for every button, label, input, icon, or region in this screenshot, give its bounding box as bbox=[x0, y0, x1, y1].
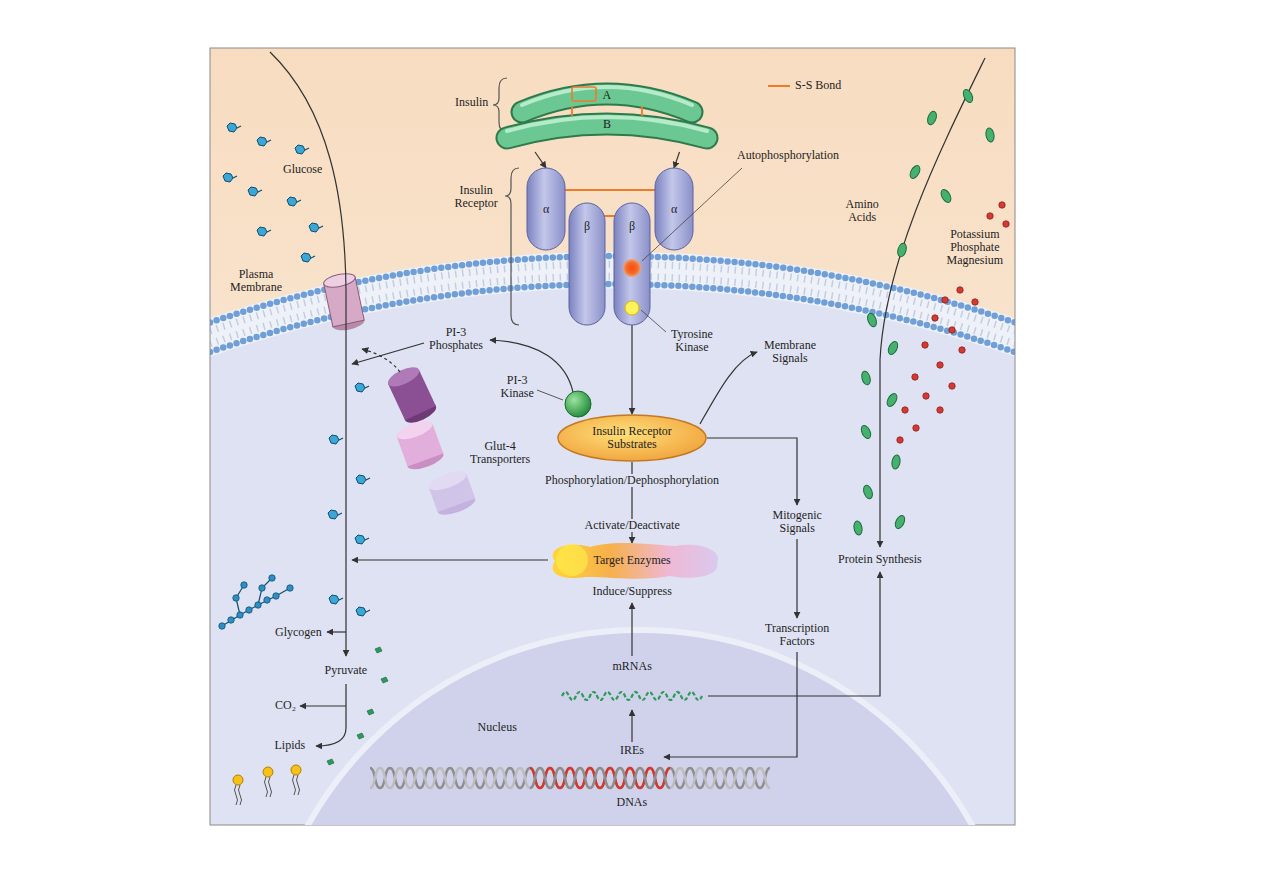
text-label: Amino Acids bbox=[846, 198, 879, 224]
word: Magnesium bbox=[947, 253, 1004, 267]
text-label: PI-3 Phosphates bbox=[429, 326, 483, 352]
node-text: Insulin Receptor Substrates bbox=[575, 425, 690, 451]
glucose-molecules bbox=[223, 123, 370, 616]
text-label: Insulin bbox=[455, 96, 488, 109]
alpha-subunit: α bbox=[527, 168, 565, 250]
word: Kinase bbox=[501, 386, 534, 400]
text-label: Insulin Receptor bbox=[455, 184, 498, 210]
node-text: B bbox=[603, 118, 611, 131]
legend-line bbox=[768, 85, 790, 87]
word: Amino bbox=[846, 197, 879, 211]
beta-subunit: β bbox=[569, 203, 605, 325]
text-label: Glut-4 Transporters bbox=[470, 440, 530, 466]
word: Signals bbox=[779, 521, 814, 535]
text-label: Pyruvate bbox=[325, 664, 368, 677]
word: Insulin bbox=[459, 183, 492, 197]
text-label: Glycogen bbox=[275, 626, 322, 639]
text-label: Lipids bbox=[275, 739, 306, 752]
word: Acids bbox=[848, 210, 876, 224]
legend-text: S-S Bond bbox=[795, 79, 841, 92]
lipid-icons bbox=[233, 765, 301, 805]
node-text: β bbox=[584, 220, 590, 233]
text-label: IREs bbox=[620, 744, 644, 757]
node-text: Target Enzymes bbox=[594, 554, 671, 567]
text-label: Membrane Signals bbox=[764, 339, 816, 365]
word: Membrane bbox=[764, 338, 816, 352]
word: Plasma bbox=[239, 267, 274, 281]
word: Transporters bbox=[470, 452, 530, 466]
node-text: β bbox=[629, 220, 635, 233]
text-label: Autophosphorylation bbox=[737, 149, 839, 162]
word: Glut-4 bbox=[484, 439, 515, 453]
glut4-transporters bbox=[385, 363, 477, 518]
enzyme-blob: Target Enzymes bbox=[545, 543, 720, 578]
text-label: Induce/Suppress bbox=[593, 585, 672, 598]
amino-acids bbox=[853, 88, 995, 536]
word: Receptor bbox=[455, 196, 498, 210]
glucose-transporter bbox=[323, 271, 366, 332]
word: Kinase bbox=[675, 340, 708, 354]
word: Transcription bbox=[765, 621, 829, 635]
text-label: PI-3 Kinase bbox=[501, 374, 534, 400]
ions bbox=[897, 202, 1009, 443]
word: Factors bbox=[779, 634, 814, 648]
text-label: Potassium Phosphate Magnesium bbox=[947, 228, 1004, 268]
node-text: A bbox=[603, 89, 612, 102]
insulin-b-chain: B bbox=[495, 98, 720, 152]
word: Membrane bbox=[230, 280, 282, 294]
text-label: Glucose bbox=[283, 163, 322, 176]
text-label: Protein Synthesis bbox=[838, 553, 922, 566]
word: Signals bbox=[772, 351, 807, 365]
text-label: CO₂ bbox=[275, 699, 296, 712]
beta-subunit: β bbox=[614, 203, 650, 325]
node-text: Nucleus bbox=[478, 721, 517, 734]
word: Phosphates bbox=[429, 338, 483, 352]
text-label: Phosphorylation/Dephosphorylation bbox=[541, 474, 723, 487]
text-label: mRNAs bbox=[613, 660, 652, 673]
node-text: α bbox=[543, 203, 549, 216]
word: Tyrosine bbox=[671, 327, 713, 341]
edge-arrow bbox=[674, 152, 680, 168]
text-label: Mitogenic Signals bbox=[773, 509, 822, 535]
edge-arrow bbox=[535, 152, 546, 168]
word: PI-3 bbox=[446, 325, 467, 339]
alpha-subunit: α bbox=[655, 168, 693, 250]
word: Potassium bbox=[950, 227, 999, 241]
edge-arrow bbox=[631, 325, 632, 414]
word: PI-3 bbox=[507, 373, 528, 387]
node-text: α bbox=[671, 203, 677, 216]
insulin-a-chain: A bbox=[510, 70, 705, 115]
text-label: Transcription Factors bbox=[765, 622, 829, 648]
text-label: Plasma Membrane bbox=[230, 268, 282, 294]
word: Phosphate bbox=[950, 240, 999, 254]
text-label: Activate/Deactivate bbox=[581, 519, 684, 532]
glycogen-icon bbox=[219, 575, 293, 629]
text-label: DNAs bbox=[617, 796, 648, 809]
text-label: Tyrosine Kinase bbox=[671, 328, 713, 354]
word: Mitogenic bbox=[773, 508, 822, 522]
substrate-oval: Insulin Receptor Substrates bbox=[557, 414, 707, 462]
